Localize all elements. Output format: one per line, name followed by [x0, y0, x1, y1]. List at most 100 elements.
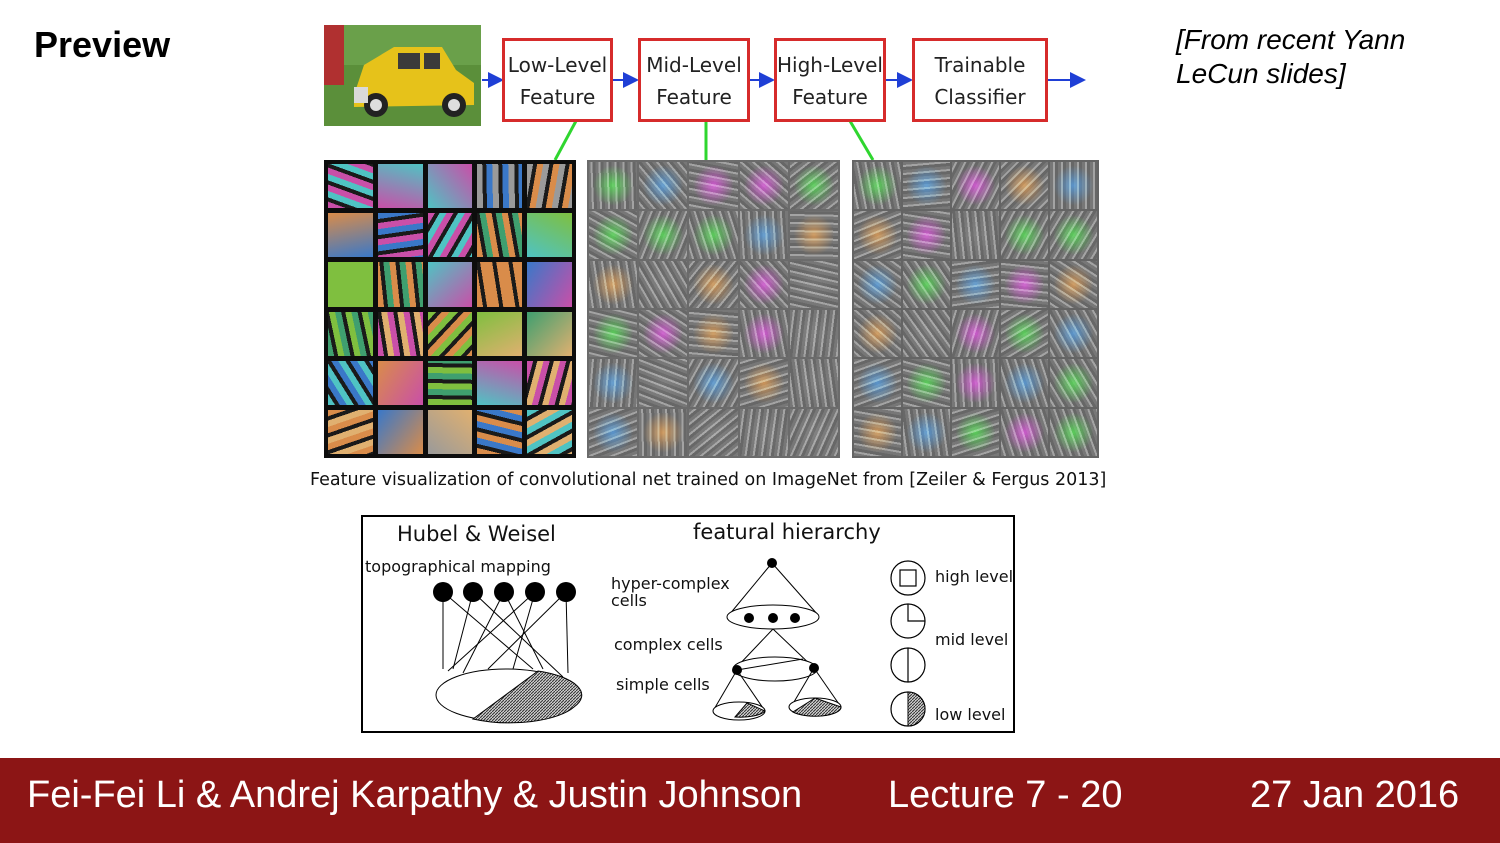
filter-tile	[328, 361, 373, 405]
filter-tile	[740, 261, 788, 308]
filter-tile	[527, 410, 572, 454]
filter-tile	[740, 211, 788, 258]
filter-tile	[639, 162, 687, 209]
filter-tile	[854, 310, 901, 357]
filter-tile	[428, 361, 473, 405]
filter-tile	[378, 312, 423, 356]
filter-tile	[903, 261, 950, 308]
filter-tile	[477, 262, 522, 306]
filter-tile	[477, 361, 522, 405]
stage-high-line1: High-Level	[777, 49, 883, 81]
footer-lecture: Lecture 7 - 20	[888, 774, 1122, 817]
filter-tile	[854, 211, 901, 258]
filter-tile	[527, 213, 572, 257]
filter-tile	[790, 310, 838, 357]
filter-tile	[854, 409, 901, 456]
stage-mid-level: Mid-Level Feature	[638, 38, 750, 122]
filter-tile	[378, 410, 423, 454]
filter-tile	[428, 410, 473, 454]
filter-tile	[740, 310, 788, 357]
stage-classifier-line1: Trainable	[915, 49, 1045, 81]
filter-tile	[477, 164, 522, 208]
filter-tile	[903, 162, 950, 209]
topo-mapping-lines	[443, 592, 568, 677]
filter-tile	[740, 162, 788, 209]
filter-tile	[639, 310, 687, 357]
filter-tile	[328, 262, 373, 306]
filter-tile	[428, 262, 473, 306]
filter-tile	[589, 310, 637, 357]
footer-date: 27 Jan 2016	[1250, 774, 1459, 817]
low-level-filter-grid	[324, 160, 576, 458]
filter-tile	[428, 164, 473, 208]
filter-tile	[689, 211, 737, 258]
connector-low	[555, 121, 576, 160]
filter-tile	[589, 211, 637, 258]
filter-tile	[1050, 211, 1097, 258]
filter-tile	[689, 409, 737, 456]
filter-tile	[790, 409, 838, 456]
filter-tile	[790, 162, 838, 209]
filter-tile	[689, 310, 737, 357]
stage-high-level: High-Level Feature	[774, 38, 886, 122]
filter-tile	[790, 261, 838, 308]
filter-tile	[854, 359, 901, 406]
filter-tile	[589, 359, 637, 406]
filter-tile	[854, 162, 901, 209]
hubel-weisel-diagram: Hubel & Weisel topographical mapping fea…	[361, 515, 1015, 733]
stage-low-line1: Low-Level	[505, 49, 610, 81]
filter-tile	[639, 359, 687, 406]
filter-tile	[378, 262, 423, 306]
filter-tile	[952, 211, 999, 258]
filter-tile	[378, 361, 423, 405]
pipeline-arrows	[0, 0, 1500, 170]
filter-tile	[378, 213, 423, 257]
filter-tile	[477, 312, 522, 356]
footer-authors: Fei-Fei Li & Andrej Karpathy & Justin Jo…	[27, 774, 802, 817]
filter-tile	[952, 261, 999, 308]
filter-tile	[477, 410, 522, 454]
filter-tile	[903, 211, 950, 258]
filter-tile	[952, 409, 999, 456]
stage-low-line2: Feature	[505, 81, 610, 113]
filter-tile	[790, 359, 838, 406]
filter-tile	[527, 164, 572, 208]
high-level-filter-grid	[852, 160, 1099, 458]
filter-tile	[952, 162, 999, 209]
filter-tile	[1050, 409, 1097, 456]
filter-tile	[589, 162, 637, 209]
filter-tile	[527, 312, 572, 356]
filter-tile	[1001, 310, 1048, 357]
filter-tile	[1050, 310, 1097, 357]
stage-low-level: Low-Level Feature	[502, 38, 613, 122]
filter-tile	[589, 409, 637, 456]
filter-tile	[903, 310, 950, 357]
filter-tile	[952, 359, 999, 406]
filter-tile	[689, 261, 737, 308]
filter-tile	[740, 359, 788, 406]
filter-tile	[1001, 211, 1048, 258]
filter-tile	[1001, 409, 1048, 456]
filter-tile	[527, 262, 572, 306]
filter-tile	[328, 213, 373, 257]
filter-tile	[639, 261, 687, 308]
hubel-drawing	[363, 517, 1013, 731]
filter-tile	[328, 410, 373, 454]
connector-high	[850, 121, 873, 160]
hierarchy-cones	[713, 563, 841, 720]
stage-mid-line1: Mid-Level	[641, 49, 747, 81]
filter-tile	[689, 162, 737, 209]
filter-tile	[639, 211, 687, 258]
filter-tile	[639, 409, 687, 456]
stage-mid-line2: Feature	[641, 81, 747, 113]
filter-tile	[1050, 359, 1097, 406]
topo-mapping-nodes	[433, 582, 576, 602]
footer-bar: Fei-Fei Li & Andrej Karpathy & Justin Jo…	[0, 758, 1500, 843]
filter-tile	[689, 359, 737, 406]
filter-tile	[1001, 359, 1048, 406]
filter-tile	[790, 211, 838, 258]
filter-tile	[378, 164, 423, 208]
stage-classifier: Trainable Classifier	[912, 38, 1048, 122]
filter-tile	[903, 409, 950, 456]
filter-tile	[428, 213, 473, 257]
